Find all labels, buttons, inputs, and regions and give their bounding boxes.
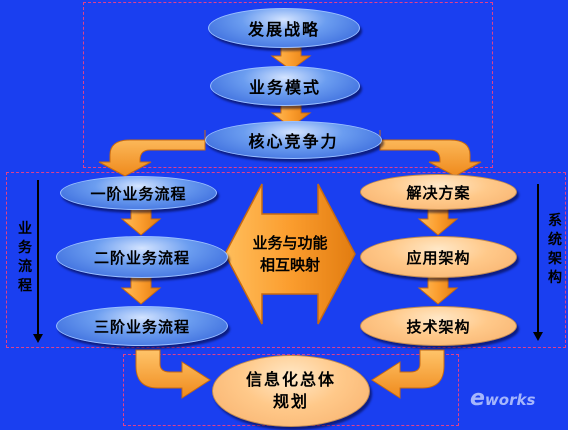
solution-label: 解决方案: [406, 183, 471, 202]
core-competency-oval: 核心竞争力: [205, 121, 382, 159]
business-model-oval: 业务模式: [210, 66, 360, 106]
top-dashed-box: [83, 2, 493, 168]
curved-arrow-icon: [135, 349, 211, 399]
left-down-line: [37, 180, 39, 336]
business-process-side-label: 业务流程: [18, 221, 32, 294]
down-arrow-icon: [120, 275, 162, 305]
overall-plan-label-line2: 规划: [272, 392, 309, 411]
application-architecture-label: 应用架构: [406, 248, 471, 267]
process-level3-label: 三阶业务流程: [93, 317, 190, 336]
mapping-label: 业务与功能 相互映射: [230, 232, 350, 276]
eworks-logo: eworks: [470, 386, 535, 411]
process-level2-label: 二阶业务流程: [93, 248, 190, 267]
mapping-label-line1: 业务与功能: [252, 234, 328, 252]
curved-arrow-icon: [371, 349, 445, 399]
down-arrow-icon: [417, 275, 459, 305]
strategy-label: 发展战略: [247, 20, 320, 39]
curved-arrow-icon: [379, 130, 482, 177]
overall-plan-oval: 信息化总体 规划: [212, 355, 370, 427]
solution-oval: 解决方案: [360, 174, 517, 210]
technical-architecture-label: 技术架构: [406, 317, 471, 336]
middle-dashed-box: [6, 172, 566, 348]
right-down-arrowhead: [533, 332, 543, 341]
system-architecture-side-label: 系统架构: [548, 213, 562, 286]
logo-e: e: [470, 386, 485, 411]
mapping-label-line2: 相互映射: [259, 256, 320, 274]
double-arrow-icon: [224, 183, 356, 325]
strategy-oval: 发展战略: [208, 8, 360, 48]
process-level3-oval: 三阶业务流程: [56, 306, 228, 346]
down-arrow-icon: [120, 206, 162, 236]
curved-arrow-icon: [98, 130, 206, 177]
right-down-line: [537, 184, 539, 334]
process-level1-label: 一阶业务流程: [90, 184, 187, 203]
technical-architecture-oval: 技术架构: [360, 306, 517, 346]
process-level1-oval: 一阶业务流程: [60, 176, 217, 210]
logo-text: works: [484, 391, 536, 409]
overall-plan-label-line1: 信息化总体: [245, 370, 336, 389]
core-competency-label: 核心竞争力: [248, 132, 339, 151]
down-arrow-icon: [417, 206, 459, 236]
business-model-label: 业务模式: [248, 78, 321, 97]
left-down-arrowhead: [33, 334, 43, 343]
process-level2-oval: 二阶业务流程: [56, 236, 228, 278]
application-architecture-oval: 应用架构: [360, 236, 517, 278]
